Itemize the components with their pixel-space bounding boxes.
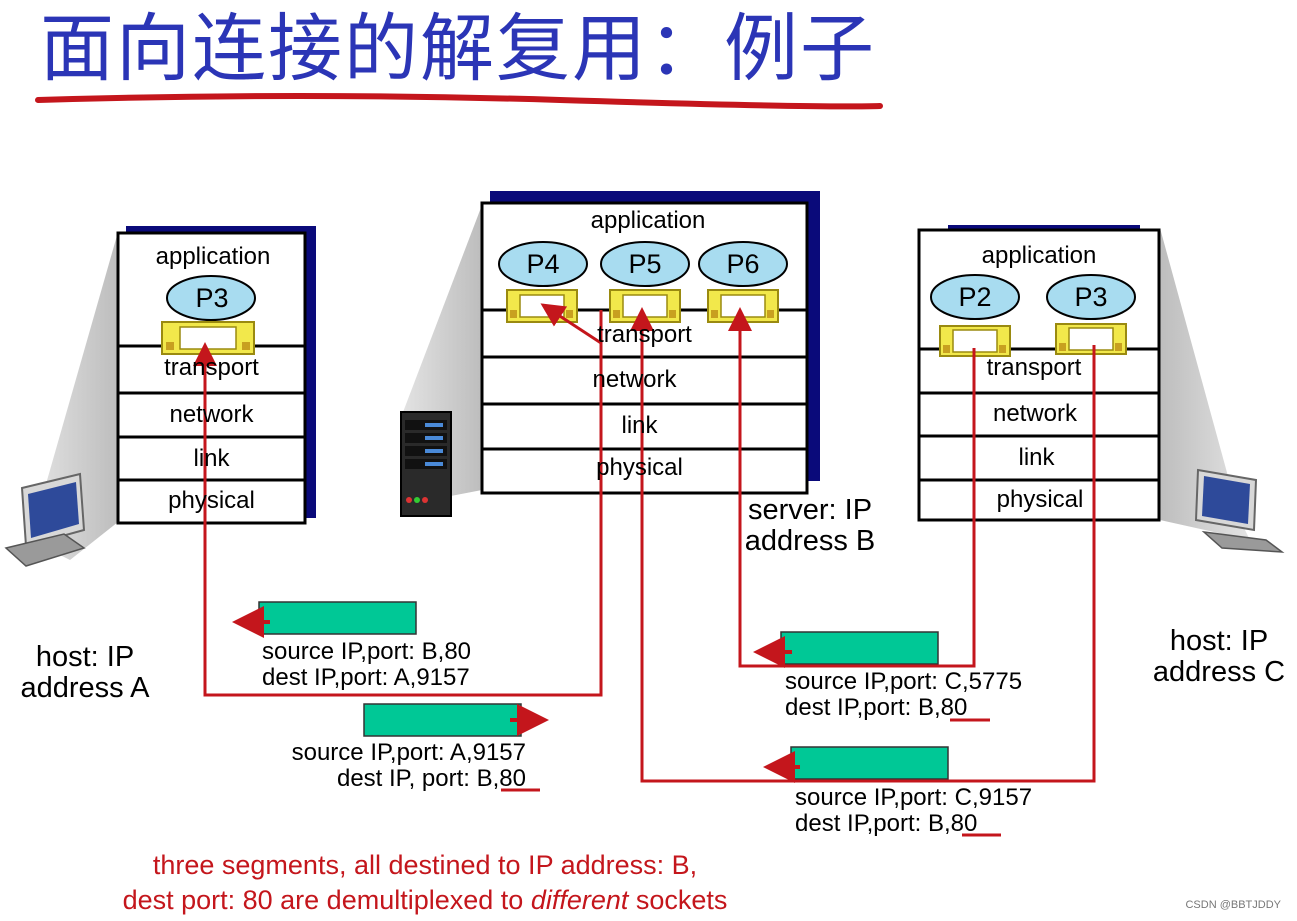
host-c-physical-label: physical xyxy=(996,486,1084,513)
host-a-application-label: application xyxy=(155,243,271,270)
segment-1-line1: source IP,port: B,80 xyxy=(262,638,472,665)
socket-p4 xyxy=(506,289,578,323)
host-a-network-label: network xyxy=(169,401,254,428)
socket-p5 xyxy=(609,289,681,323)
host-c-stack xyxy=(917,225,1161,522)
server-p6-label: P6 xyxy=(726,249,760,279)
caption-line2-emphasis: different xyxy=(530,885,629,915)
server-physical-label: physical xyxy=(596,454,683,481)
host-c-network-label: network xyxy=(992,400,1078,427)
segment-4-header: source IP,port: C,9157 dest IP,port: B,8… xyxy=(795,785,1032,837)
socket-p2 xyxy=(939,325,1011,357)
host-a-physical-label: physical xyxy=(168,487,255,514)
server-tower-icon xyxy=(400,411,452,517)
server-application-label: application xyxy=(590,207,706,234)
computer-icon-c xyxy=(1194,468,1285,553)
segment-3-header: source IP,port: C,5775 dest IP,port: B,8… xyxy=(785,669,1022,721)
host-a-label-line1: host: IP xyxy=(35,641,135,673)
server-label: server: IP address B xyxy=(735,495,885,557)
segment-box-3 xyxy=(780,631,939,665)
watermark: CSDN @BBTJDDY xyxy=(1185,899,1281,911)
host-a-label-line2: address A xyxy=(20,672,150,704)
server-label-line1: server: IP xyxy=(747,494,873,526)
segment-4-line1: source IP,port: C,9157 xyxy=(795,784,1033,811)
host-a-link-label: link xyxy=(193,445,230,472)
server-link-label: link xyxy=(621,412,658,439)
process-p3-c xyxy=(1046,274,1136,320)
server-network-label: network xyxy=(592,366,677,393)
segment-2-line1: source IP,port: A,9157 xyxy=(291,739,526,766)
segment-2-line2: dest IP, port: B,80 xyxy=(336,765,526,792)
host-c-beam xyxy=(1160,228,1250,540)
socket-p3-c xyxy=(1055,323,1127,355)
host-c-p2-label: P2 xyxy=(958,282,992,312)
path-c9157 xyxy=(630,307,1096,783)
caption-line1: three segments, all destined to IP addre… xyxy=(152,850,698,880)
socket-a xyxy=(161,321,255,355)
segment-3-line2: dest IP,port: B,80 xyxy=(785,694,968,721)
title-underline xyxy=(35,93,883,110)
socket-p6 xyxy=(707,289,779,323)
host-a-beam xyxy=(30,232,118,560)
path-a-b xyxy=(193,310,603,697)
caption-line2: dest port: 80 are demultiplexed to diffe… xyxy=(60,883,790,918)
host-a-transport-label: transport xyxy=(164,354,259,381)
host-c-label-line1: host: IP xyxy=(1169,625,1269,657)
host-c-transport-label: transport xyxy=(986,354,1082,381)
caption-line2-after: sockets xyxy=(628,885,728,915)
segment-box-1 xyxy=(258,601,417,635)
server-p4-label: P4 xyxy=(526,249,560,279)
computer-icon-a xyxy=(4,472,86,567)
segment-box-2 xyxy=(363,703,522,737)
process-p4 xyxy=(498,241,588,287)
host-c-label-line2: address C xyxy=(1152,656,1286,688)
server-transport-label: transport xyxy=(597,321,692,348)
host-c-label: host: IP address C xyxy=(1146,626,1292,688)
host-c-p3-label: P3 xyxy=(1074,282,1108,312)
slide-title: 面向连接的解复用：例子 xyxy=(40,6,876,92)
process-p2 xyxy=(930,274,1020,320)
host-a-label: host: IP address A xyxy=(10,642,160,704)
host-a-stack xyxy=(116,226,316,525)
segment-box-4 xyxy=(790,746,949,780)
process-p5 xyxy=(600,241,690,287)
path-a-b-inner xyxy=(540,303,602,345)
segment-1-line2: dest IP,port: A,9157 xyxy=(262,664,470,691)
server-p5-label: P5 xyxy=(628,249,662,279)
process-p3-a xyxy=(166,275,256,321)
segment-2-header: source IP,port: A,9157 dest IP, port: B,… xyxy=(270,740,526,792)
caption: three segments, all destined to IP addre… xyxy=(60,848,790,918)
host-c-application-label: application xyxy=(981,242,1097,269)
path-c5775 xyxy=(728,307,976,668)
segment-3-line1: source IP,port: C,5775 xyxy=(785,668,1023,695)
process-p6 xyxy=(698,241,788,287)
host-c-link-label: link xyxy=(1018,444,1055,471)
caption-line2-before: dest port: 80 are demultiplexed to xyxy=(122,885,531,915)
server-b-stack xyxy=(480,191,820,495)
server-label-line2: address B xyxy=(744,525,876,557)
segment-4-line2: dest IP,port: B,80 xyxy=(795,810,978,837)
host-a-process-label: P3 xyxy=(195,283,229,313)
segment-1-header: source IP,port: B,80 dest IP,port: A,915… xyxy=(262,639,471,691)
